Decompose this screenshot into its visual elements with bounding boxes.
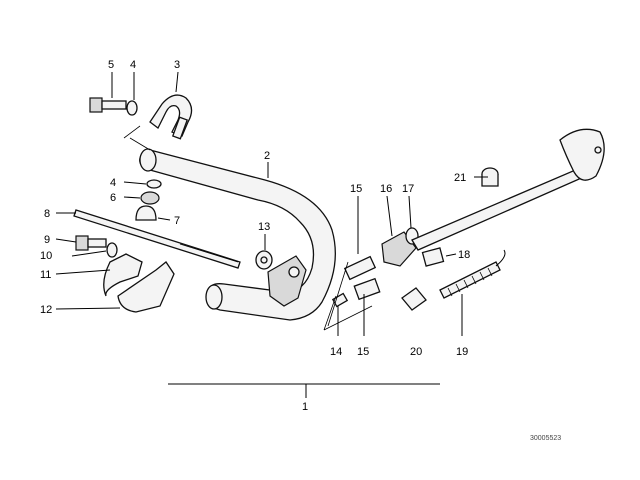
spring bbox=[439, 249, 506, 299]
callout-12: 12 bbox=[40, 304, 52, 316]
u-clamp bbox=[149, 94, 193, 140]
callout-15-lower: 15 bbox=[357, 346, 369, 358]
callout-4-top: 4 bbox=[130, 59, 136, 71]
bolt-15-upper bbox=[343, 255, 377, 281]
bolt-lower bbox=[75, 235, 107, 251]
nut bbox=[140, 191, 160, 205]
callout-8: 8 bbox=[44, 208, 50, 220]
callout-17: 17 bbox=[402, 183, 414, 195]
callout-20: 20 bbox=[410, 346, 422, 358]
callout-14: 14 bbox=[330, 346, 342, 358]
callout-5: 5 bbox=[108, 59, 114, 71]
clamp-plate-lower bbox=[117, 261, 175, 313]
sleeve bbox=[421, 247, 445, 267]
washer-mid bbox=[146, 179, 162, 189]
bolt-top bbox=[89, 97, 127, 113]
washer-13 bbox=[255, 250, 273, 270]
callout-10: 10 bbox=[40, 250, 52, 262]
callout-16: 16 bbox=[380, 183, 392, 195]
bolt-15-lower bbox=[353, 277, 381, 301]
callout-labels: 1 2 3 4 4 5 6 7 8 9 10 11 12 13 14 15 15… bbox=[40, 59, 470, 413]
callout-11: 11 bbox=[40, 269, 51, 281]
washer-top bbox=[126, 100, 138, 116]
callout-1: 1 bbox=[302, 401, 308, 413]
rubber-cap bbox=[135, 205, 157, 221]
reference-code: 30005523 bbox=[530, 435, 561, 442]
tube-bracket bbox=[267, 255, 307, 307]
callout-4-mid: 4 bbox=[110, 177, 116, 189]
callout-9: 9 bbox=[44, 234, 50, 246]
callout-3: 3 bbox=[174, 59, 180, 71]
callout-18: 18 bbox=[458, 249, 470, 261]
callout-2: 2 bbox=[264, 150, 270, 162]
callout-19: 19 bbox=[456, 346, 468, 358]
callout-13: 13 bbox=[258, 221, 270, 233]
clamp-plate-upper bbox=[103, 253, 143, 297]
callout-7: 7 bbox=[174, 215, 180, 227]
threaded-rod bbox=[73, 209, 241, 269]
callout-15-upper: 15 bbox=[350, 183, 362, 195]
stand-tube bbox=[139, 148, 336, 321]
callout-21: 21 bbox=[454, 172, 466, 184]
callout-6: 6 bbox=[110, 192, 116, 204]
leader-lines bbox=[55, 71, 488, 398]
side-stand bbox=[411, 128, 605, 251]
washer-lower bbox=[106, 242, 118, 258]
plate-20 bbox=[401, 287, 427, 311]
